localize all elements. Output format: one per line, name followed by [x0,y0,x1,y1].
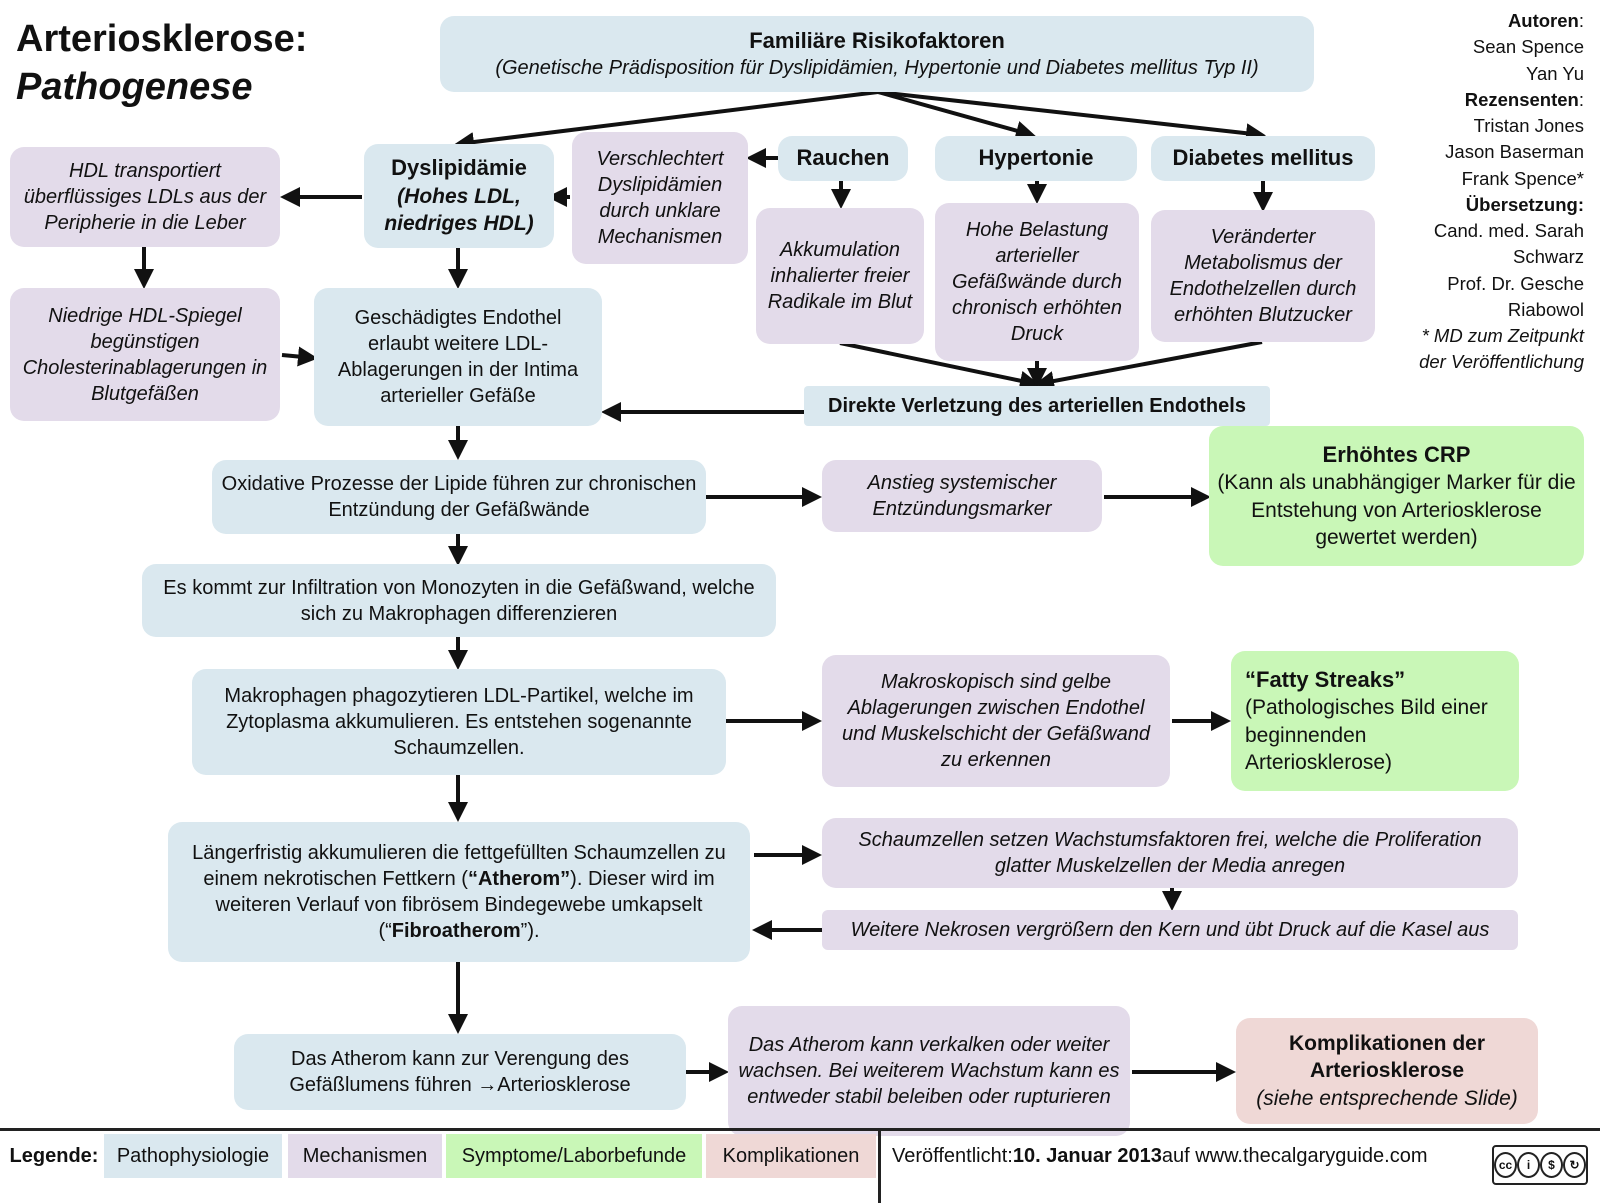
node-necrotic-core: Längerfristig akkumulieren die fettgefül… [168,822,750,962]
term-atheroma: “Atherom” [467,868,571,890]
node-title: “Fatty Streaks” [1245,666,1406,692]
creative-commons-badge: cc i $ ↻ [1492,1145,1588,1185]
legend-mechanisms: Mechanismen [288,1134,442,1178]
translation-label: Übersetzung: [1465,193,1584,215]
author-name: Sean Spence [1472,36,1584,58]
author-note: * MD zum Zeitpunkt [1421,325,1584,347]
node-macroscopic-deposits: Makroskopisch sind gelbe Ablagerungen zw… [822,655,1170,787]
arrow [877,90,1036,141]
node-further-necrosis: Weitere Nekrosen vergrößern den Kern und… [822,910,1518,950]
text-part: Längerfristig akkumulieren die fettgefül… [192,842,726,890]
node-familial-risk-factors: Familiäre Risikofaktoren (Genetische Prä… [440,16,1314,92]
node-title: Komplikationen der Arteriosklerose [1288,1032,1486,1083]
arrow [1034,340,1263,391]
node-title: Familiäre Risikofaktoren [749,27,1005,53]
title-line2: Pathogenese [16,65,253,108]
translator-name: Cand. med. Sarah [1433,220,1584,242]
reviewer-name: Tristan Jones [1473,115,1584,137]
published-date: 10. Januar 2013 [1012,1144,1162,1167]
node-fatty-streaks: “Fatty Streaks” (Pathologisches Bild ein… [1231,651,1519,791]
arrow [877,90,1266,144]
node-wall-stress: Hohe Belastung arterieller Gefäßwände du… [935,203,1139,361]
node-macrophages: Makrophagen phagozytieren LDL-Partikel, … [192,669,726,775]
reviewer-name: Jason Baserman [1445,141,1584,163]
cc-icon: cc [1494,1152,1517,1178]
arrow [454,90,879,152]
author-note: der Veröffentlichung [1419,351,1584,373]
arrow [281,346,318,367]
node-subtitle: (Kann als unabhängiger Marker für die En… [1217,471,1576,549]
legend-bar: Legende: Pathophysiologie Mechanismen Sy… [0,1128,1600,1203]
term-fibroatheroma: Fibroatherom [391,920,521,942]
nc-icon: $ [1540,1152,1563,1178]
published-suffix: auf www.thecalgaryguide.com [1161,1144,1428,1167]
by-icon: i [1517,1152,1540,1178]
node-subtitle: (Pathologisches Bild einer beginnenden A… [1245,696,1488,774]
legend-label: Legende: [9,1144,99,1167]
reviewers-label: Rezensenten [1464,88,1579,110]
page-title: Arteriosklerose: Pathogenese [16,16,307,111]
title-line1: Arteriosklerose: [16,18,308,60]
node-inflammatory-markers: Anstieg systemischer Entzündungsmarker [822,460,1102,532]
node-hdl-transport: HDL transportiert überflüssiges LDLs aus… [10,147,280,247]
translator-name: Schwarz [1513,246,1584,268]
node-free-radicals: Akkumulation inhalierter freier Radikale… [756,208,924,344]
node-oxidative-processes: Oxidative Prozesse der Lipide führen zur… [212,460,706,534]
node-monocyte-infiltration: Es kommt zur Infiltration von Monozyten … [142,564,776,637]
legend-symptoms: Symptome/Laborbefunde [446,1134,702,1178]
author-name: Yan Yu [1526,62,1584,84]
node-direct-endothelial-injury: Direkte Verletzung des arteriellen Endot… [804,386,1270,426]
translator-name: Prof. Dr. Gesche [1447,272,1584,294]
published-prefix: Veröffentlicht: [892,1144,1013,1167]
node-title: Erhöhtes CRP [1322,441,1471,467]
legend-complications: Komplikationen [706,1134,876,1178]
node-calcification: Das Atherom kann verkalken oder weiter w… [728,1006,1130,1136]
translator-name: Riabowol [1507,298,1584,320]
node-subtitle: (siehe entsprechende Slide) [1256,1086,1518,1110]
node-growth-factors: Schaumzellen setzen Wachstumsfaktoren fr… [822,818,1518,888]
node-worsens-dyslipidemia: Verschlechtert Dyslipidämien durch unkla… [572,132,748,264]
legend-pathophysiology: Pathophysiologie [104,1134,282,1178]
node-low-hdl: Niedrige HDL-Spiegel begünstigen Cholest… [10,288,280,421]
node-endothelial-metabolism: Veränderter Metabolismus der Endothelzel… [1151,210,1375,342]
node-elevated-crp: Erhöhtes CRP (Kann als unabhängiger Mark… [1209,426,1584,566]
node-title: Dyslipidämie [391,155,527,181]
node-smoking: Rauchen [778,136,908,181]
node-subtitle: (Hohes LDL, niedriges HDL) [384,185,534,236]
reviewer-name: Frank Spence* [1461,167,1584,189]
authors-panel: Autoren: Sean Spence Yan Yu Rezensenten:… [1419,8,1584,376]
node-diabetes: Diabetes mellitus [1151,136,1375,181]
node-dyslipidemia: Dyslipidämie (Hohes LDL, niedriges HDL) [364,144,554,248]
legend-divider [878,1128,881,1203]
node-complications: Komplikationen der Arteriosklerose (sieh… [1236,1018,1538,1124]
arrow [839,341,1040,391]
node-subtitle: (Genetische Prädisposition für Dyslipidä… [495,57,1259,80]
node-damaged-endothelium: Geschädigtes Endothel erlaubt weitere LD… [314,288,602,426]
sa-icon: ↻ [1563,1152,1586,1178]
publication-info: Veröffentlicht: 10. Januar 2013 auf www.… [892,1134,1452,1178]
authors-label: Autoren [1507,10,1579,31]
text-part: ”). [520,920,540,942]
text-part: ). Dieser wird im weiteren Verlauf von f… [215,868,715,942]
node-lumen-narrowing: Das Atherom kann zur Verengung des Gefäß… [234,1034,686,1110]
node-hypertension: Hypertonie [935,136,1137,181]
